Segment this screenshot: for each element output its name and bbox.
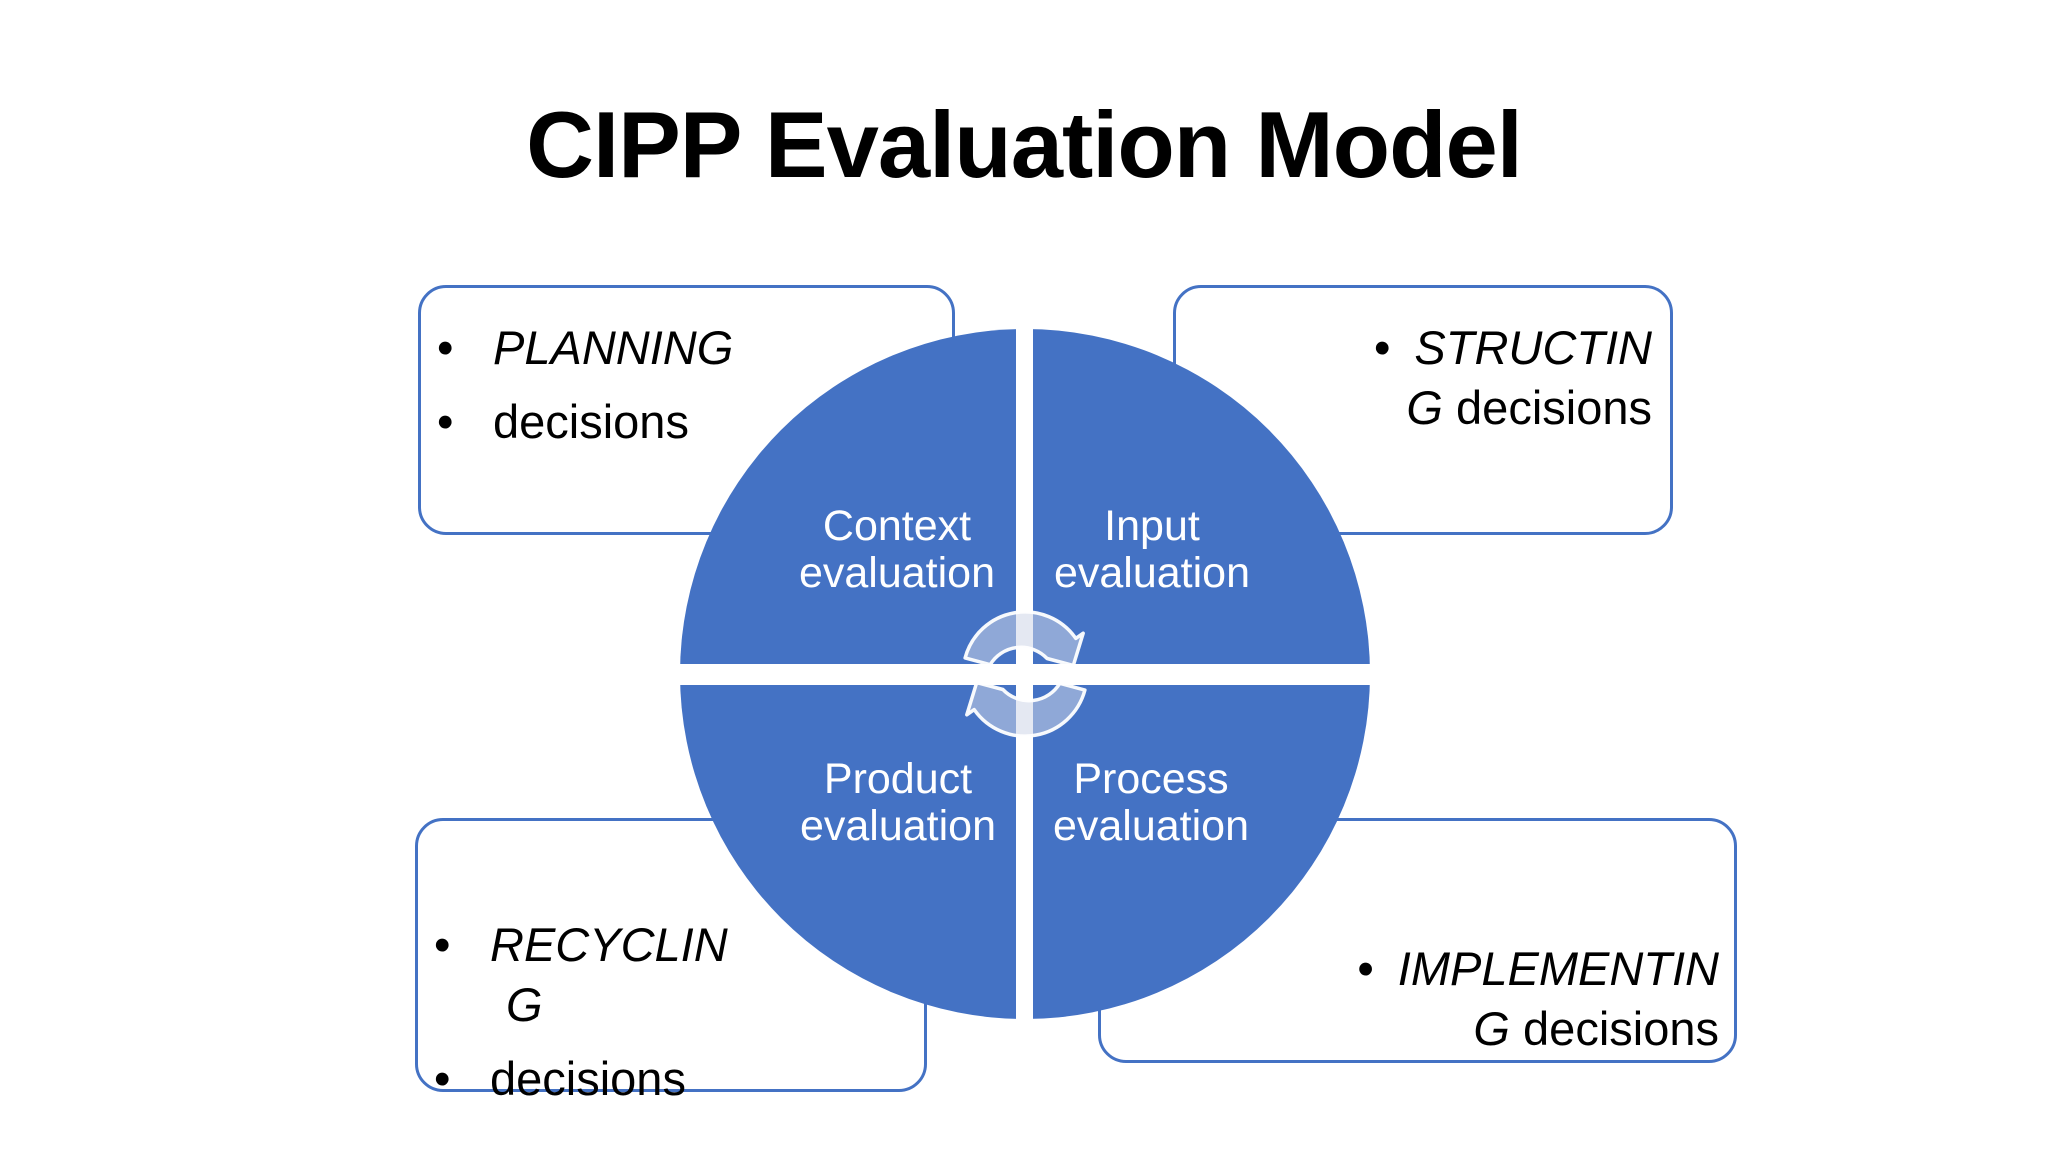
quadrant-label-line: evaluation xyxy=(1053,549,1251,597)
callout-structing-word: STRUCTIN xyxy=(1414,321,1652,374)
bullet-icon: • xyxy=(437,321,454,374)
bullet-icon: • xyxy=(1357,942,1374,995)
callout-planning-word: PLANNING xyxy=(493,321,734,374)
callout-recycling-line2: G xyxy=(434,975,914,1035)
callout-recycling-word: RECYCLIN xyxy=(490,918,728,971)
quadrant-label-line: Input xyxy=(1104,502,1200,550)
bullet-icon: • xyxy=(434,918,451,971)
quadrant-label-line: evaluation xyxy=(1052,802,1250,850)
bullet-icon: • xyxy=(1373,321,1391,374)
bullet-item: • decisions xyxy=(437,392,942,452)
callout-recycling-g: G xyxy=(506,978,543,1031)
bullet-item: • decisions xyxy=(434,1049,914,1109)
callout-implementing-g: G xyxy=(1473,1002,1510,1055)
bullet-item: • PLANNING xyxy=(437,318,942,378)
slide-title: CIPP Evaluation Model xyxy=(526,92,1523,197)
cycle-arrow-top xyxy=(963,610,1085,668)
callout-structing-line1: • STRUCTIN xyxy=(1186,318,1652,378)
callout-recycling-line1: • RECYCLIN xyxy=(434,915,914,975)
bullet-icon: • xyxy=(434,1052,451,1105)
quadrant-label-line: Process xyxy=(1073,755,1229,803)
callout-implementing-decisions: decisions xyxy=(1523,1002,1719,1055)
callout-planning-decisions: decisions xyxy=(493,395,689,448)
bullet-icon: • xyxy=(437,395,454,448)
callout-structing-decisions: decisions xyxy=(1456,381,1652,434)
callout-recycling-decisions: decisions xyxy=(490,1052,686,1105)
callout-implementing-line1: • IMPLEMENTIN xyxy=(1111,939,1719,999)
bullet-item: • RECYCLIN G xyxy=(434,915,914,1035)
cycle-arrow-bottom xyxy=(965,680,1087,738)
quadrant-gap-horizontal xyxy=(677,664,1373,685)
quadrant-gap-vertical xyxy=(1016,326,1033,1022)
quadrant-label-input: Input evaluation xyxy=(942,503,1362,597)
callout-structing-g: G xyxy=(1406,381,1443,434)
callout-recycling-box: • RECYCLIN G • decisions xyxy=(415,818,927,1105)
callout-implementing-word: IMPLEMENTIN xyxy=(1397,942,1719,995)
quadrant-label-process: Process evaluation xyxy=(941,756,1361,850)
cycle-arrows-icon xyxy=(963,610,1087,738)
callout-planning-box: • PLANNING • decisions xyxy=(418,285,955,535)
